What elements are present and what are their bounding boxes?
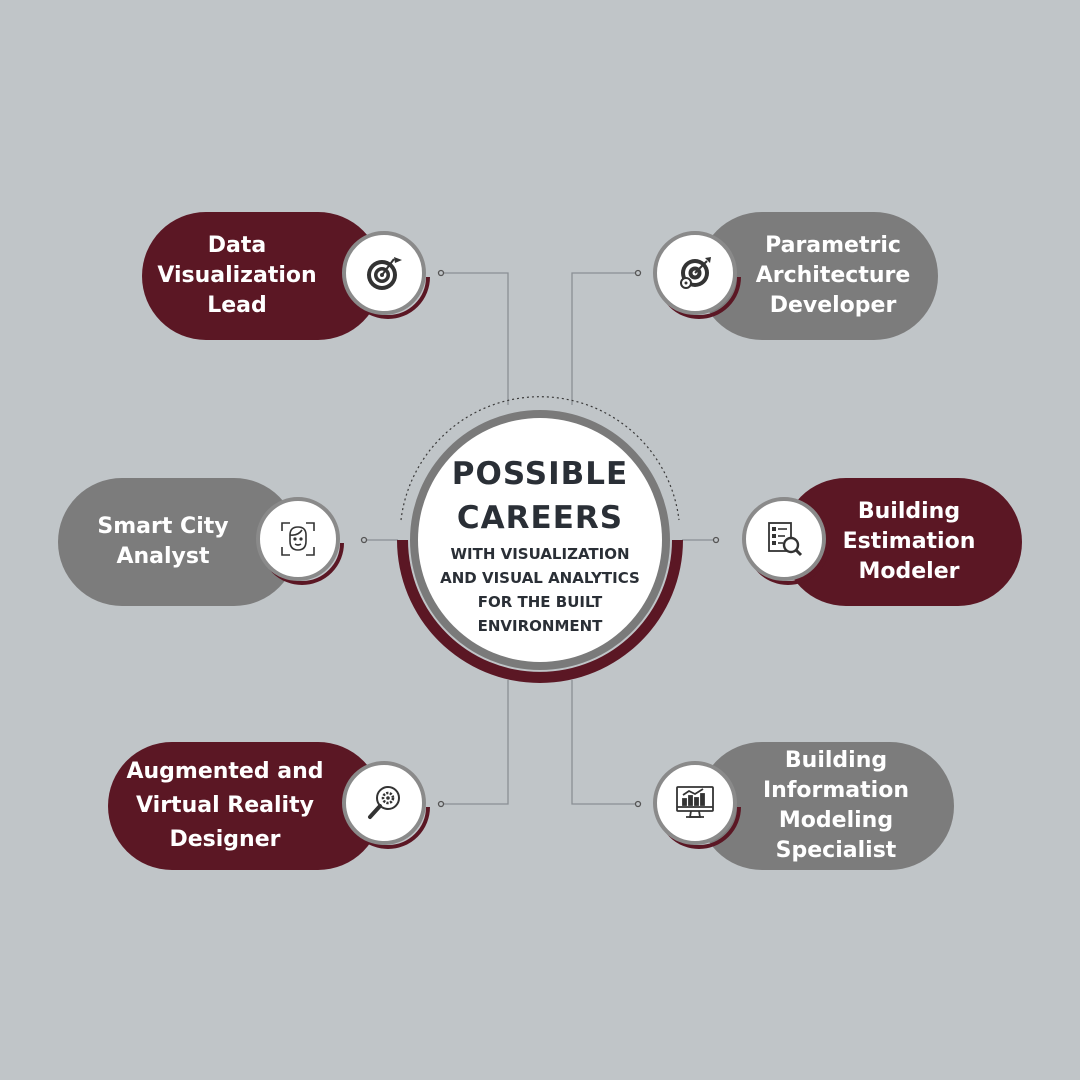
target-flag-icon (342, 231, 426, 315)
career-label: Smart City Analyst (97, 514, 229, 569)
face-scan-icon (256, 497, 340, 581)
hub-text: POSSIBLE CAREERS WITH VISUALIZATION AND … (405, 440, 675, 670)
career-label: Data Visualization Lead (157, 233, 317, 318)
hub-title-line2: CAREERS (456, 500, 624, 536)
career-label: Augmented and Virtual Reality Designer (126, 759, 324, 852)
target-gear-icon (653, 231, 737, 315)
hub-circle (397, 396, 683, 683)
checklist-search-icon (742, 497, 826, 581)
career-smart-city-analyst: Smart City Analyst (58, 478, 298, 606)
career-label: Building Information Modeling Specialist (763, 748, 909, 863)
career-parametric-architecture-developer: Parametric Architecture Developer (698, 212, 938, 340)
hub-title: POSSIBLE CAREERS (405, 452, 675, 540)
hub-title-line1: POSSIBLE (451, 456, 629, 492)
hub-subtitle: WITH VISUALIZATION AND VISUAL ANALYTICS … (440, 545, 640, 635)
career-augmented-virtual-reality-designer: Augmented and Virtual Reality Designer (108, 742, 382, 870)
career-label: Parametric Architecture Developer (755, 233, 911, 318)
career-label: Building Estimation Modeler (842, 499, 976, 584)
career-building-information-modeling-specialist: Building Information Modeling Specialist (698, 742, 954, 870)
monitor-chart-icon (653, 761, 737, 845)
magnifier-gear-icon (342, 761, 426, 845)
